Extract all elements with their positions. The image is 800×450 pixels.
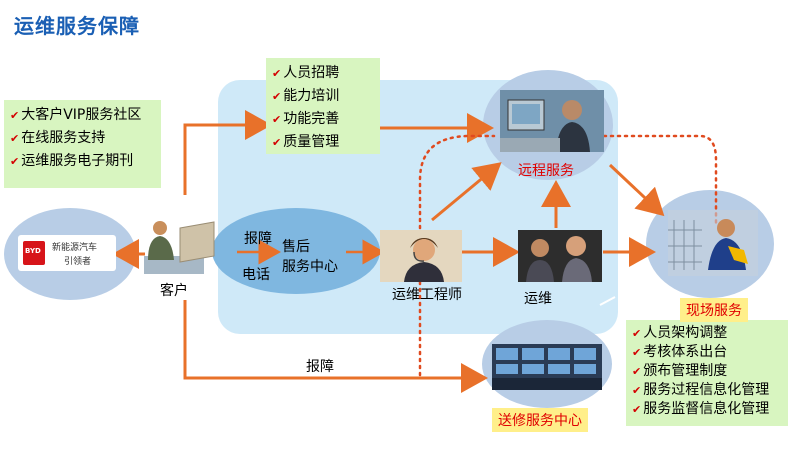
list-item: ✔运维服务电子期刊	[10, 153, 134, 169]
check-icon: ✔	[632, 403, 642, 416]
list-item: ✔颁布管理制度	[632, 363, 728, 379]
list-item: ✔人员架构调整	[632, 325, 728, 341]
brand-logo: BYD 新能源汽车 引领者	[18, 235, 116, 271]
check-icon: ✔	[632, 327, 642, 340]
field-service-image	[668, 210, 758, 276]
check-icon: ✔	[272, 67, 282, 80]
customer-icon	[144, 221, 215, 274]
capability-box: ✔人员招聘 ✔能力培训 ✔功能完善 ✔质量管理	[266, 58, 380, 154]
list-item: ✔考核体系出台	[632, 344, 728, 360]
remote-service-photo	[500, 90, 604, 152]
remote-service-label: 远程服务	[518, 163, 574, 179]
check-icon: ✔	[10, 155, 20, 168]
byd-logo-icon: BYD	[23, 241, 45, 265]
list-item: ✔人员招聘	[272, 65, 340, 81]
check-icon: ✔	[632, 384, 642, 397]
check-icon: ✔	[10, 132, 20, 145]
aftersales-label-2: 服务中心	[282, 259, 338, 275]
ops-team-image	[518, 230, 602, 282]
report-bottom-label: 报障	[306, 359, 334, 375]
customer-image	[140, 216, 220, 278]
list-item: ✔服务过程信息化管理	[632, 382, 770, 398]
list-item: ✔大客户VIP服务社区	[10, 107, 142, 123]
community-box: ✔大客户VIP服务社区 ✔在线服务支持 ✔运维服务电子期刊	[4, 100, 161, 188]
repair-center-image	[492, 344, 602, 390]
customer-label: 客户	[160, 283, 188, 299]
list-item: ✔服务监督信息化管理	[632, 401, 770, 417]
list-item: ✔质量管理	[272, 134, 340, 150]
ops-label: 运维	[524, 291, 552, 307]
check-icon: ✔	[10, 109, 20, 122]
check-icon: ✔	[632, 346, 642, 359]
field-service-label: 现场服务	[680, 298, 748, 322]
check-icon: ✔	[632, 365, 642, 378]
aftersales-label-1: 售后	[282, 239, 310, 255]
ops-photo	[518, 230, 602, 282]
page-title: 运维服务保障	[14, 14, 140, 38]
remote-service-image	[500, 90, 604, 152]
report-phone-label-1: 报障	[244, 231, 272, 247]
field-service-photo	[668, 210, 758, 276]
check-icon: ✔	[272, 90, 282, 103]
report-phone-label-2: 电话	[242, 267, 270, 283]
check-icon: ✔	[272, 113, 282, 126]
list-item: ✔在线服务支持	[10, 130, 106, 146]
management-box: ✔人员架构调整 ✔考核体系出台 ✔颁布管理制度 ✔服务过程信息化管理 ✔服务监督…	[626, 320, 788, 426]
ops-engineer-photo	[380, 230, 462, 282]
engineer-image	[380, 230, 462, 282]
repair-center-photo	[492, 344, 602, 390]
repair-center-label: 送修服务中心	[492, 408, 588, 432]
check-icon: ✔	[272, 136, 282, 149]
list-item: ✔功能完善	[272, 111, 340, 127]
ops-engineer-label: 运维工程师	[392, 287, 462, 303]
list-item: ✔能力培训	[272, 88, 340, 104]
